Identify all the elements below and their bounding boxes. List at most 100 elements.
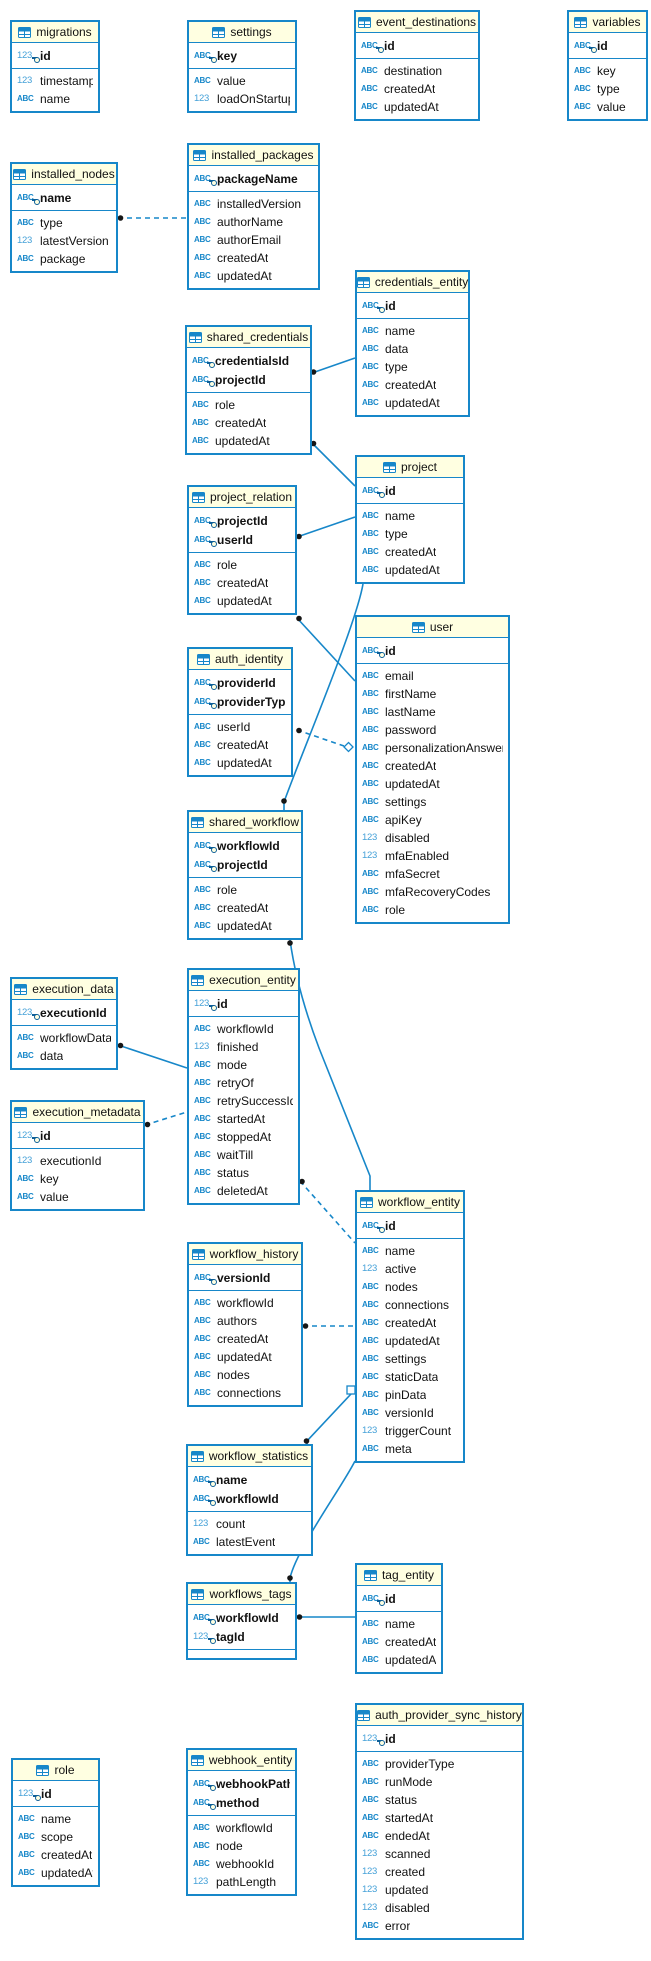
relation-execution_metadata-execution_entity[interactable] [144, 1111, 188, 1126]
table-icon [359, 1196, 373, 1208]
number-type-icon-pk: 123 [17, 50, 40, 63]
table-name: project_relation [209, 490, 293, 504]
text-type-icon-pk: ABC [362, 646, 385, 658]
column-name: executionId [40, 1154, 102, 1168]
text-type-icon: ABC [362, 1336, 379, 1345]
relation-auth_identity-user[interactable] [296, 729, 345, 747]
text-type-icon: ABC [361, 84, 378, 93]
column-name: id [217, 996, 228, 1011]
column-name: status [385, 1793, 418, 1807]
text-type-icon: ABC [362, 1408, 379, 1417]
relation-dot-marker [117, 1042, 124, 1049]
relation-project_relation-project[interactable] [296, 516, 356, 538]
column-name: staticData [385, 1370, 439, 1384]
text-type-icon: ABC [194, 76, 211, 85]
relation-workflow_statistics-workflow_entity[interactable] [306, 1393, 352, 1444]
relation-workflows_tags-workflow_entity[interactable] [289, 1460, 356, 1582]
column-name: node [216, 1839, 243, 1853]
table-icon [13, 168, 27, 180]
text-type-icon: ABC [18, 1868, 35, 1877]
column-name: personalizationAnswers [385, 741, 503, 755]
column-name: tagId [216, 1629, 245, 1644]
text-type-icon-pk: ABC [193, 1494, 216, 1506]
relation-shared_workflow-workflow_entity[interactable] [289, 939, 371, 1190]
table-icon [193, 149, 207, 161]
text-type-icon-pk: ABC [193, 1613, 216, 1625]
column-name: providerType [385, 1757, 455, 1771]
text-type-icon: ABC [362, 529, 379, 538]
column-name: name [40, 92, 71, 106]
column-name: updated [385, 1883, 429, 1897]
relation-shared_workflow-project[interactable] [283, 583, 364, 810]
number-type-icon: 123 [17, 235, 32, 246]
column-name: createdAt [385, 1316, 437, 1330]
text-type-icon: ABC [194, 1150, 211, 1159]
text-type-icon: ABC [362, 779, 379, 788]
relation-execution_data-execution_entity[interactable] [117, 1044, 188, 1069]
column-name: createdAt [385, 759, 437, 773]
relation-shared_credentials-project[interactable] [311, 442, 356, 487]
relation-execution_entity-workflow_entity[interactable] [299, 1180, 356, 1244]
column-name: id [385, 643, 396, 658]
relation-project_relation-user[interactable] [296, 617, 356, 682]
table-icon [188, 331, 202, 343]
column-name: mfaEnabled [385, 849, 450, 863]
table-icon [191, 1588, 205, 1600]
table-icon [191, 491, 205, 503]
text-type-icon: ABC [362, 1444, 379, 1453]
relation-shared_credentials-credentials_entity[interactable] [311, 357, 356, 374]
column-name: id [385, 483, 396, 498]
column-name: nodes [385, 1280, 418, 1294]
table-name: role [54, 1763, 75, 1777]
column-name: workflowId [217, 1296, 274, 1310]
text-type-icon: ABC [17, 1192, 34, 1201]
table-name: settings [230, 25, 272, 39]
relation-dot-marker [310, 440, 317, 447]
table-header: project [357, 457, 463, 478]
relation-dot-marker [296, 1614, 303, 1620]
text-type-icon: ABC [362, 1831, 379, 1840]
